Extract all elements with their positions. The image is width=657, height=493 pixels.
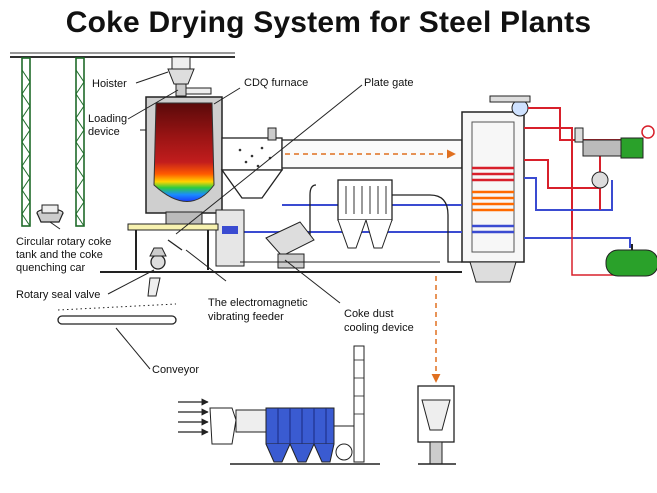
label-coke-dust-line1: Coke dust <box>344 308 394 320</box>
hoister-gantry <box>10 52 235 227</box>
label-vibrating-feeder-line2: vibrating feeder <box>208 311 284 323</box>
label-plate-gate: Plate gate <box>364 77 414 89</box>
support-structure <box>100 223 462 273</box>
label-loading-device-line2: device <box>88 126 120 138</box>
waste-heat-boiler <box>461 95 531 283</box>
label-cdq-furnace: CDQ furnace <box>244 77 308 89</box>
dust-collector <box>309 179 462 263</box>
rotary-coke-tank <box>36 204 64 223</box>
hoister <box>167 56 212 97</box>
label-coke-dust-line2: cooling device <box>344 322 414 334</box>
deaerator-tank <box>605 244 657 277</box>
conveyor <box>57 303 177 325</box>
label-hoister: Hoister <box>92 78 127 90</box>
label-rotary-seal-valve: Rotary seal valve <box>16 289 100 301</box>
label-rotary-tank-line2: tank and the coke <box>16 249 103 261</box>
label-rotary-tank-line3: quenching car <box>16 262 85 274</box>
label-loading-device-line1: Loading <box>88 113 127 125</box>
rotary-seal-valve <box>147 239 183 297</box>
label-rotary-tank-line1: Circular rotary coke <box>16 236 111 248</box>
page-title: Coke Drying System for Steel Plants <box>65 6 592 39</box>
label-conveyor: Conveyor <box>152 364 199 376</box>
label-vibrating-feeder-line1: The electromagnetic <box>208 297 308 309</box>
lower-dust-plant <box>178 345 456 465</box>
turbine-generator <box>574 125 655 189</box>
coke-dust-cooling-device <box>215 209 315 269</box>
